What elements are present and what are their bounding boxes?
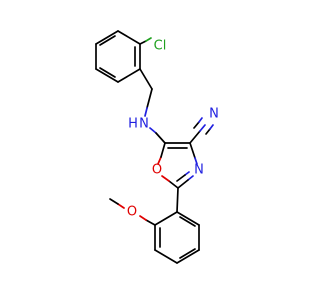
bond [176,249,200,264]
chlorine-label: Cl [154,39,167,54]
c-n-bond [144,107,148,117]
bond [160,142,166,158]
c-n-bond [194,157,198,165]
ring-n-label: N [194,163,204,178]
bond [177,179,189,189]
amine-n-label: N [139,117,149,132]
c-o-bond [161,175,170,182]
bond [189,130,201,144]
methoxyphenyl-ring [154,211,200,264]
double-bond-inner [176,174,186,182]
methyl-bond [109,198,119,205]
n-c-bond [187,175,194,181]
oxazole-ring [157,142,198,189]
ring-o-label: O [152,163,162,178]
double-bond-inner [179,216,196,227]
bond [139,68,153,90]
triple-bond [198,117,203,123]
molecule-diagram: Cl H N N O N [95,30,219,264]
triple-bond [205,128,211,135]
o-c-bond [117,203,125,209]
bond [176,211,200,226]
bond [154,211,178,226]
bond [145,219,156,226]
bond [154,249,178,264]
bond [168,180,179,189]
n-c-bond [149,127,157,134]
double-bond-inner [99,35,116,46]
triple-bond [209,124,214,130]
bond [155,132,166,144]
triple-bond [199,124,206,132]
bond [189,142,196,159]
c-o-bond [139,215,147,221]
methoxy-o-label: O [127,205,137,220]
bond [146,88,153,109]
bond [117,30,141,45]
amine-h-label: H [128,117,138,132]
bond [95,30,119,45]
structure-svg: Cl H N N O N [95,30,219,264]
bond [176,187,179,213]
double-bond-inner [99,67,116,78]
bond [139,40,147,45]
c-cl-bond [145,37,152,42]
bond [95,68,119,83]
bond [117,68,141,83]
double-bond-inner [179,248,196,259]
o-c-bond [157,156,162,165]
chlorophenyl-ring [95,30,141,83]
nitrile-n-label: N [209,107,219,122]
triple-bond [193,121,200,129]
